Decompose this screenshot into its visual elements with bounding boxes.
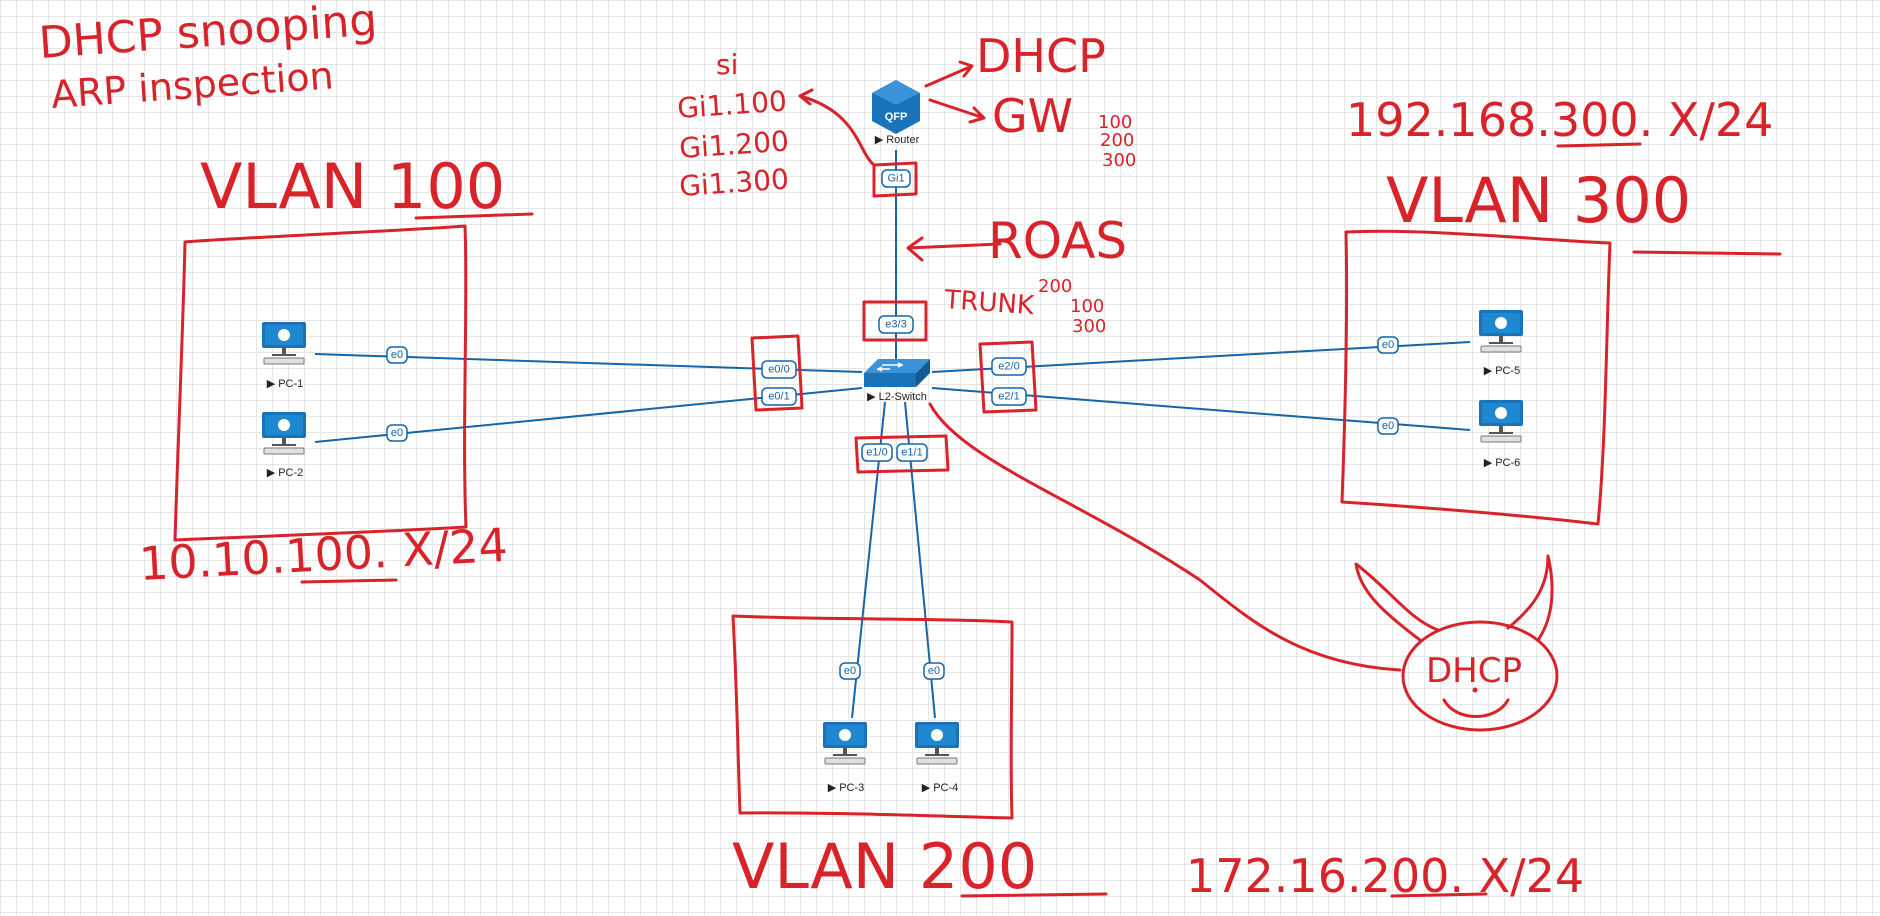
rogue-dhcp-left-horn	[1354, 562, 1440, 642]
router-role-gw: GW	[992, 89, 1073, 143]
access-ports-bottom-highlight	[854, 434, 950, 474]
gw-role-arrow	[928, 98, 986, 124]
router-port-highlight	[872, 161, 918, 198]
underline-vlan-200	[960, 892, 1108, 898]
vlan-200-box	[731, 614, 1014, 820]
svg-text:e0/1: e0/1	[768, 391, 789, 403]
access-ports-right-highlight	[978, 340, 1038, 414]
access-ports-left-highlight	[750, 334, 804, 412]
rogue-dhcp-smile	[1442, 698, 1510, 718]
pc-1-port: e0	[386, 346, 408, 364]
trunk-port-highlight	[862, 300, 928, 342]
pc-2-label: ▶ PC-2	[267, 467, 304, 479]
pc-6[interactable]	[1478, 399, 1524, 443]
router-label: ▶ Router	[875, 134, 920, 146]
pc-6-label: ▶ PC-6	[1484, 457, 1521, 469]
switch-port-e2-1: e2/1	[991, 387, 1027, 406]
underline-octet-200	[1390, 892, 1488, 898]
svg-text:e0: e0	[391, 349, 403, 361]
svg-text:e0: e0	[844, 665, 856, 677]
vlan-200-title: VLAN 200	[732, 830, 1037, 903]
rogue-dhcp-nose	[1472, 687, 1478, 693]
switch-label: ▶ L2-Switch	[867, 391, 927, 403]
subinterface-1: Gi1.100	[676, 84, 788, 125]
subinterface-2: Gi1.200	[678, 124, 790, 165]
pc-5-port: e0	[1377, 336, 1399, 354]
svg-text:e0: e0	[928, 665, 940, 677]
switch-port-e0-1: e0/1	[761, 387, 797, 406]
underline-vlan-300	[1632, 250, 1782, 256]
subinterface-3: Gi1.300	[678, 162, 790, 203]
roas-label: ROAS	[988, 212, 1127, 270]
switch-port-e0-0: e0/0	[761, 360, 797, 379]
vlan-300-subnet: 192.168.300. X/24	[1346, 93, 1773, 147]
pc-6-port: e0	[1377, 417, 1399, 435]
rogue-dhcp-right-horn	[1506, 554, 1554, 642]
trunk-vlan-300: 300	[1072, 316, 1106, 337]
svg-text:e0: e0	[1382, 420, 1394, 432]
pc-3-label: ▶ PC-3	[828, 782, 865, 794]
vlan-100-title: VLAN 100	[200, 150, 505, 223]
vlan-300-title: VLAN 300	[1386, 164, 1691, 237]
svg-text:e0/0: e0/0	[768, 364, 789, 376]
router-chip-label: QFP	[885, 111, 908, 123]
switch-port-e3-3: e3/3	[878, 315, 914, 334]
svg-text:e1/1: e1/1	[901, 447, 922, 459]
rogue-dhcp-face	[1401, 620, 1559, 732]
gw-vlan-300: 300	[1102, 150, 1136, 171]
router-role-dhcp: DHCP	[976, 29, 1106, 83]
annotation-layer: DHCP snooping ARP inspection si Gi1.100 …	[37, 0, 1782, 903]
vlan-100-box	[173, 224, 468, 542]
pc-4-label: ▶ PC-4	[922, 782, 959, 794]
pc-5-label: ▶ PC-5	[1484, 365, 1521, 377]
svg-text:e0: e0	[1382, 339, 1394, 351]
rogue-dhcp-wire	[928, 402, 1402, 672]
svg-text:e3/3: e3/3	[885, 319, 906, 331]
vlan-200-subnet: 172.16.200. X/24	[1186, 849, 1584, 903]
switch-port-e1-1: e1/1	[896, 443, 928, 462]
switch-device[interactable]	[864, 359, 930, 387]
pc-3-port: e0	[839, 662, 861, 680]
underline-octet-300	[1556, 142, 1642, 148]
underline-vlan-100	[414, 212, 534, 220]
svg-text:Gi1: Gi1	[887, 173, 904, 185]
router-device[interactable]: QFP	[872, 80, 920, 134]
roas-arrow	[906, 236, 1002, 262]
dhcp-role-arrow	[924, 60, 974, 88]
subinterfaces-header: si	[716, 48, 738, 81]
pc-5[interactable]	[1478, 309, 1524, 353]
pc-3[interactable]	[822, 721, 868, 765]
svg-text:e2/0: e2/0	[998, 361, 1019, 373]
subinterface-arrow	[798, 88, 876, 167]
rogue-dhcp-label: DHCP	[1426, 651, 1522, 691]
gw-vlan-100: 100	[1098, 112, 1132, 133]
network-links	[314, 150, 1471, 719]
trunk-vlan-200: 200	[1038, 276, 1072, 297]
svg-text:e0: e0	[391, 427, 403, 439]
router-port-gi1: Gi1	[881, 169, 911, 188]
trunk-label: TRUNK	[943, 285, 1036, 321]
pc-4-port: e0	[923, 662, 945, 680]
switch-port-e1-0: e1/0	[861, 443, 893, 462]
svg-text:e2/1: e2/1	[998, 391, 1019, 403]
vlan-300-box	[1340, 229, 1612, 526]
trunk-vlan-100: 100	[1070, 296, 1104, 317]
gw-vlan-200: 200	[1100, 130, 1134, 151]
vlan-100-subnet: 10.10.100. X/24	[138, 518, 509, 591]
underline-octet-100	[300, 578, 398, 584]
pc-1[interactable]	[261, 321, 307, 365]
pc-4[interactable]	[914, 721, 960, 765]
svg-text:e1/0: e1/0	[866, 447, 887, 459]
pc-2-port: e0	[386, 424, 408, 442]
switch-port-e2-0: e2/0	[991, 357, 1027, 376]
pc-1-label: ▶ PC-1	[267, 378, 304, 390]
pc-2[interactable]	[261, 411, 307, 455]
